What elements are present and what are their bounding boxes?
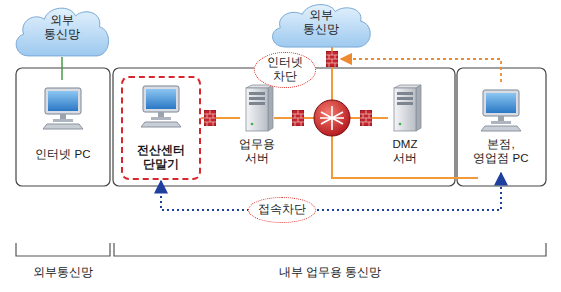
network-wire bbox=[332, 136, 478, 178]
cloud-network: 외부 통신망 bbox=[266, 0, 376, 48]
network-wire bbox=[201, 44, 478, 178]
pc-station: 인터넷 PC bbox=[26, 80, 100, 172]
edge-label: 접속차단 bbox=[258, 203, 306, 217]
node-label: 외부 통신망 bbox=[298, 9, 344, 37]
node-label: 본점, 영업점 PC bbox=[469, 138, 533, 166]
cloud-shape bbox=[16, 8, 108, 56]
range-label: 외부통신망 bbox=[16, 262, 110, 284]
range-bracket bbox=[16, 243, 110, 256]
label-text: 내부 업무용 통신망 bbox=[279, 266, 381, 280]
block-note: 인터넷 차단 bbox=[254, 52, 316, 88]
range-label: 내부 업무용 통신망 bbox=[114, 262, 546, 284]
firewall-icon bbox=[204, 110, 216, 126]
server-station: 업무용 서버 bbox=[228, 80, 286, 172]
node-label: DMZ 서버 bbox=[380, 138, 430, 166]
firewall-icon bbox=[326, 51, 338, 67]
label-text: 외부통신망 bbox=[33, 266, 93, 280]
node-label: 업무용 서버 bbox=[232, 138, 282, 166]
blocked-route-arrow bbox=[341, 59, 501, 82]
cloud-network: 외부 통신망 bbox=[10, 3, 114, 57]
pc-icon bbox=[141, 86, 181, 127]
region-box bbox=[16, 68, 110, 186]
node-label: 전산센터 단말기 bbox=[126, 144, 196, 172]
firewall-icon bbox=[360, 110, 372, 126]
cloud-shape bbox=[273, 5, 371, 47]
switch-icon bbox=[314, 100, 350, 136]
connector-line bbox=[61, 57, 63, 80]
server-icon bbox=[394, 85, 421, 131]
pc-icon bbox=[43, 88, 83, 129]
edge-label-ellipse: 접속차단 bbox=[248, 197, 316, 223]
server-station: DMZ 서버 bbox=[374, 80, 436, 172]
region-box bbox=[457, 68, 546, 186]
pc-icon bbox=[481, 90, 521, 131]
label-text: 인터넷 차단 bbox=[265, 56, 305, 84]
firewall-icon bbox=[292, 110, 304, 126]
node-label: 외부 통신망 bbox=[39, 14, 85, 42]
server-icon bbox=[246, 85, 273, 131]
highlighted-terminal: 전산센터 단말기 bbox=[121, 76, 201, 180]
pc-station: 본점, 영업점 PC bbox=[461, 82, 541, 172]
switch-arrows bbox=[320, 106, 344, 130]
node-label: 인터넷 PC bbox=[35, 148, 90, 162]
connector-line bbox=[161, 173, 501, 210]
switch-icon bbox=[314, 100, 350, 136]
range-bracket bbox=[114, 243, 546, 256]
